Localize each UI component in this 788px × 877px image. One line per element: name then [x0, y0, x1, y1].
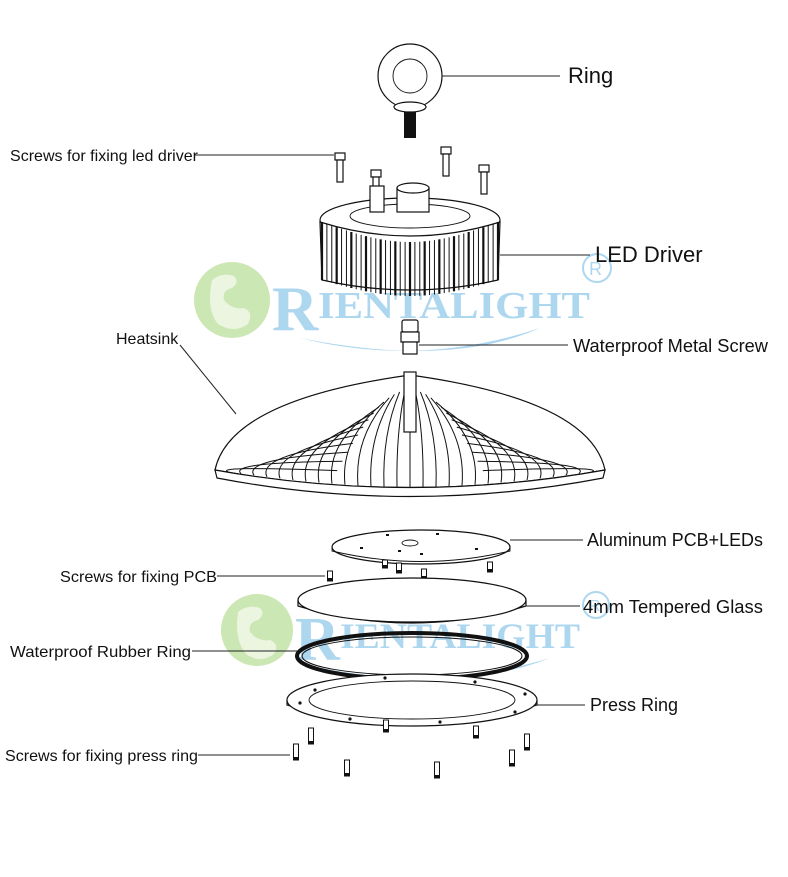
aluminum-pcb [331, 529, 511, 565]
screw [396, 562, 402, 574]
heatsink-fin [252, 451, 348, 476]
heatsink-fin [278, 434, 359, 479]
heatsink-fin [383, 391, 401, 487]
waterproof-metal-screw [400, 319, 420, 355]
heatsink-fin [477, 460, 581, 474]
heatsink-fin [414, 390, 424, 487]
press-ring-screws [293, 719, 530, 779]
heatsink-fin [482, 468, 594, 473]
heatsink-fin [343, 401, 385, 485]
label-ring: Ring [568, 63, 613, 88]
label-rubber-ring: Waterproof Rubber Ring [10, 644, 191, 661]
heatsink-fin [265, 442, 353, 478]
heatsink-fin [440, 406, 490, 484]
led-driver [319, 182, 501, 296]
tempered-glass [297, 577, 527, 624]
screw [383, 719, 389, 733]
heatsink-fin [425, 394, 450, 487]
heatsink-fin [430, 397, 463, 486]
registered-mark: R [589, 259, 602, 279]
screw [509, 749, 515, 767]
watermark-bottom: R IENTALIGHT R [221, 591, 610, 679]
heatsink-fin [370, 394, 395, 487]
screw [382, 559, 388, 569]
heatsink [214, 371, 606, 498]
screw [487, 561, 493, 573]
screw [524, 733, 530, 751]
heatsink-fin [472, 451, 568, 476]
heatsink-fin [467, 442, 555, 478]
label-waterproof-metal-screw: Waterproof Metal Screw [573, 336, 769, 356]
screw [327, 570, 333, 582]
screw [293, 743, 299, 761]
screw [308, 727, 314, 745]
label-aluminum-pcb: Aluminum PCB+LEDs [587, 530, 763, 550]
heatsink-fin [291, 426, 364, 481]
heatsink-fin [226, 468, 338, 473]
screw [473, 725, 479, 739]
heatsink-fin [451, 419, 516, 482]
watermark-text: IENTALIGHT [318, 285, 590, 327]
label-heatsink: Heatsink [116, 331, 179, 348]
label-press-ring: Press Ring [590, 695, 678, 715]
label-screws-pcb: Screws for fixing PCB [60, 569, 217, 586]
label-led-driver: LED Driver [595, 242, 703, 267]
screw [434, 761, 440, 779]
heatsink-fin [419, 391, 437, 487]
screw [344, 759, 350, 777]
press-ring [286, 673, 538, 727]
label-screws-led-driver: Screws for fixing led driver [10, 148, 199, 165]
heatsink-fin [446, 412, 503, 483]
heatsink-fin [396, 390, 406, 487]
label-tempered-glass: 4mm Tempered Glass [583, 597, 763, 617]
heatsink-fin [357, 397, 390, 486]
eye-bolt-ring [377, 43, 443, 138]
watermark-prefix: R [272, 273, 319, 344]
label-screws-press-ring: Screws for fixing press ring [5, 748, 198, 765]
heatsink-fin [330, 406, 380, 484]
registered-mark: R [589, 598, 601, 615]
